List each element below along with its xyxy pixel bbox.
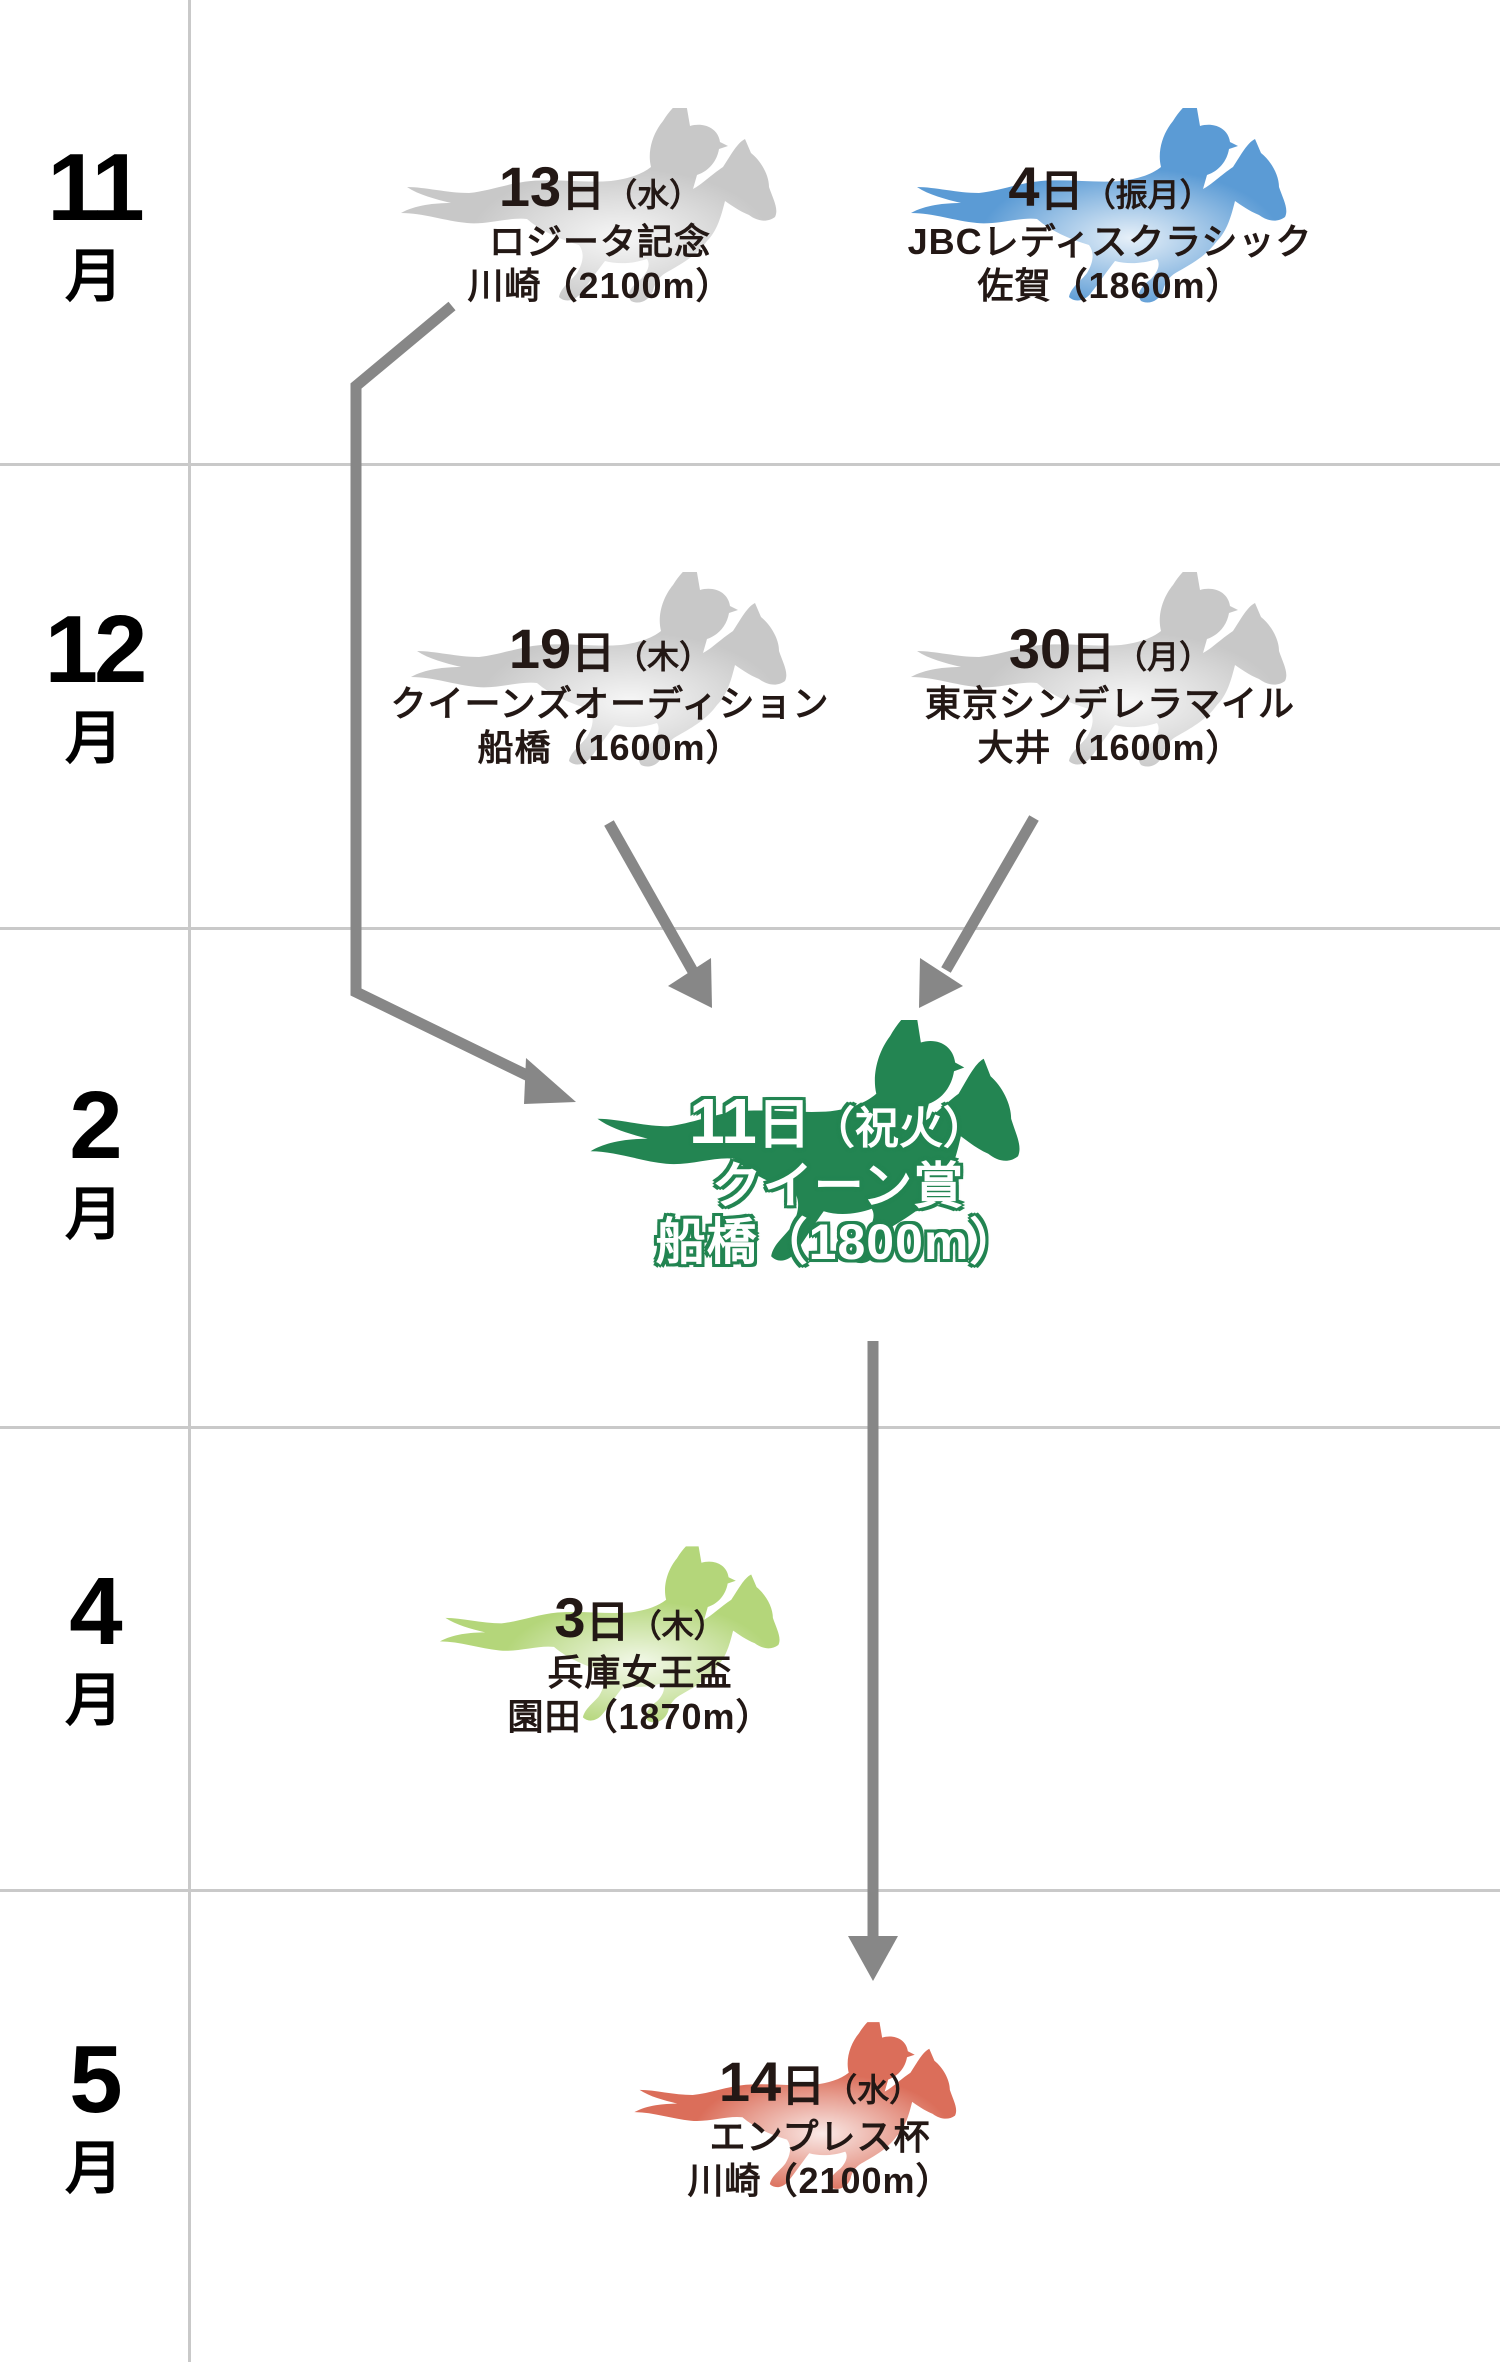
racehorse-silhouette-icon bbox=[880, 108, 1340, 308]
race-queens-audition: 19日（木） クイーンズオーディション 船橋（1600m） bbox=[380, 572, 840, 812]
race-name: 兵庫女王盃 bbox=[547, 1652, 733, 1693]
race-venue: 園田（1870m） bbox=[507, 1696, 773, 1737]
row-divider-apr-may bbox=[0, 1889, 1500, 1892]
month-number: 5 bbox=[69, 2026, 122, 2133]
race-venue: 川崎（2100m） bbox=[687, 2160, 953, 2201]
month-number: 12 bbox=[44, 596, 148, 703]
month-number: 4 bbox=[69, 1558, 122, 1665]
race-venue: 大井（1600m） bbox=[977, 727, 1243, 768]
race-name: クイーンズオーディション bbox=[390, 683, 830, 724]
row-divider-feb-apr bbox=[0, 1426, 1500, 1429]
race-name: JBCレディスクラシック bbox=[907, 221, 1313, 262]
month-label-december: 12 月 bbox=[0, 600, 188, 774]
month-number: 11 bbox=[47, 134, 144, 241]
arrowhead-icon bbox=[524, 1058, 576, 1104]
race-date: 3日（木） bbox=[554, 1586, 726, 1649]
month-number: 2 bbox=[69, 1072, 122, 1179]
race-empress-hai: 14日（水） エンプレス杯 川崎（2100m） bbox=[625, 2005, 985, 2245]
arrowhead-icon bbox=[848, 1936, 898, 1981]
arrow-tokyo-cinderella-to-queen-sho bbox=[941, 815, 1039, 973]
race-name: ロジータ記念 bbox=[488, 221, 711, 262]
race-date: 19日（木） bbox=[508, 617, 712, 680]
race-tokyo-cinderella-mile: 30日（月） 東京シンデレラマイル 大井（1600m） bbox=[880, 572, 1340, 812]
month-kanji: 月 bbox=[64, 706, 123, 771]
race-name: クイーン賞 bbox=[711, 1158, 965, 1214]
month-label-april: 4 月 bbox=[0, 1562, 188, 1736]
racehorse-silhouette-icon bbox=[625, 2005, 985, 2194]
race-name: 東京シンデレラマイル bbox=[924, 683, 1295, 724]
racehorse-silhouette-icon bbox=[430, 1535, 810, 1728]
month-label-november: 11 月 bbox=[0, 138, 188, 312]
month-kanji: 月 bbox=[64, 2136, 123, 2201]
arrowhead-icon bbox=[668, 958, 712, 1008]
row-divider-dec-feb bbox=[0, 927, 1500, 930]
race-venue: 船橋（1800m） bbox=[655, 1214, 1021, 1270]
race-name: エンプレス杯 bbox=[709, 2116, 931, 2157]
race-venue: 川崎（2100m） bbox=[467, 265, 733, 306]
race-venue: 船橋（1600m） bbox=[477, 727, 743, 768]
month-label-february: 2 月 bbox=[0, 1076, 188, 1250]
month-kanji: 月 bbox=[64, 1668, 123, 1733]
row-divider-nov-dec bbox=[0, 463, 1500, 466]
arrowhead-icon bbox=[919, 958, 963, 1008]
race-venue: 佐賀（1860m） bbox=[977, 265, 1243, 306]
race-date: 4日（振月） bbox=[1008, 155, 1212, 218]
race-date: 11日（祝火） bbox=[689, 1085, 987, 1157]
month-column-divider bbox=[188, 0, 191, 2362]
race-date: 30日（月） bbox=[1008, 617, 1212, 680]
month-label-may: 5 月 bbox=[0, 2030, 188, 2204]
arrow-queens-audition-to-queen-sho bbox=[604, 820, 700, 978]
race-queen-sho-main: 11日（祝火） クイーン賞 船橋（1800m） bbox=[578, 1020, 1058, 1320]
race-date: 13日（水） bbox=[498, 155, 702, 218]
race-logiter-kinen: 13日（水） ロジータ記念 川崎（2100m） bbox=[390, 108, 810, 348]
race-date: 14日（水） bbox=[718, 2050, 922, 2113]
race-hyogo-joou-hai: 3日（木） 兵庫女王盃 園田（1870m） bbox=[430, 1535, 810, 1775]
racehorse-silhouette-icon bbox=[390, 108, 810, 308]
month-kanji: 月 bbox=[64, 1182, 123, 1247]
month-kanji: 月 bbox=[64, 244, 123, 309]
racehorse-silhouette-icon bbox=[380, 572, 840, 772]
race-jbc-ladies-classic: 4日（振月） JBCレディスクラシック 佐賀（1860m） bbox=[880, 108, 1340, 348]
racehorse-silhouette-icon bbox=[880, 572, 1340, 772]
